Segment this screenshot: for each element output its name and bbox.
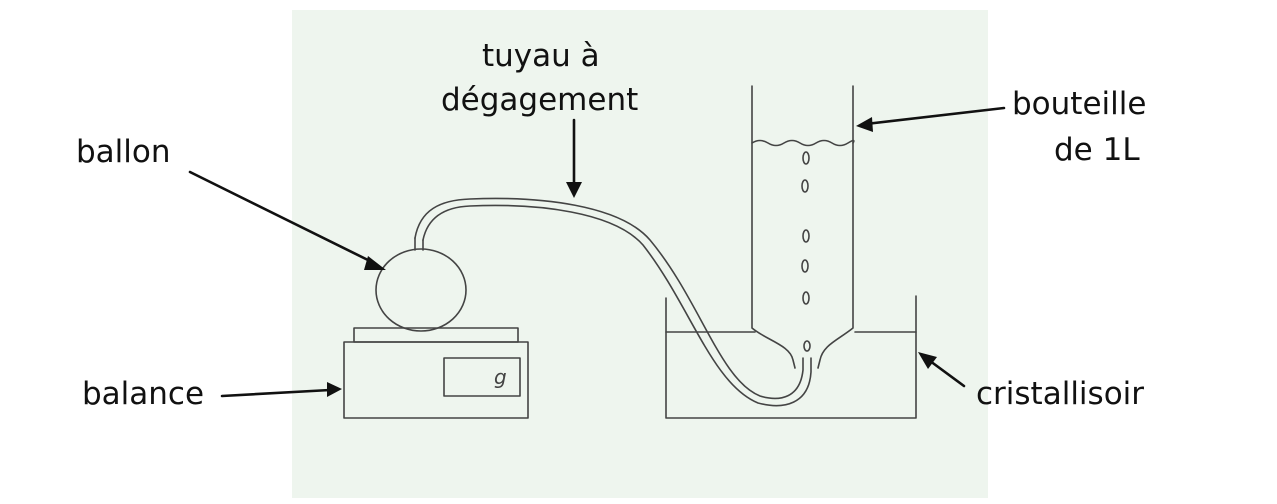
balance-unit-label: g [494, 365, 507, 389]
balance-drawing: g [343, 327, 529, 419]
balance-pan [353, 327, 519, 343]
tube-outer-wall [414, 197, 804, 400]
bottle-drawing [751, 85, 855, 369]
label-tube-line1: tuyau à [482, 38, 600, 74]
flask-bulb [375, 248, 467, 332]
tube-inner-wall [422, 204, 812, 407]
bottle-water-surface [751, 139, 855, 147]
label-bottle-line2: de 1L [1054, 132, 1140, 168]
bubble [803, 340, 811, 352]
label-basin: cristallisoir [976, 376, 1144, 412]
basin-drawing [665, 295, 917, 419]
flask-drawing [375, 237, 467, 332]
balance-display [443, 357, 521, 397]
arrow-scale [220, 382, 342, 398]
bubble [802, 229, 810, 243]
gas-bubbles [801, 151, 811, 352]
bubble [801, 179, 809, 193]
arrow-tube [566, 118, 582, 198]
arrow-basin [918, 352, 966, 388]
bottle-outline [751, 85, 854, 369]
bubble [802, 291, 810, 305]
delivery-tube-drawing [414, 197, 812, 407]
arrow-bottle [856, 106, 1006, 132]
label-tube-line2: dégagement [441, 82, 638, 118]
bubble [801, 259, 809, 273]
sketch-paper-background [292, 10, 988, 498]
arrow-flask [188, 170, 386, 270]
label-scale: balance [82, 376, 204, 412]
basin-walls [665, 295, 917, 419]
label-bottle-line1: bouteille [1012, 86, 1146, 122]
label-flask: ballon [76, 134, 171, 170]
flask-neck [414, 237, 424, 251]
bubble [802, 151, 810, 165]
